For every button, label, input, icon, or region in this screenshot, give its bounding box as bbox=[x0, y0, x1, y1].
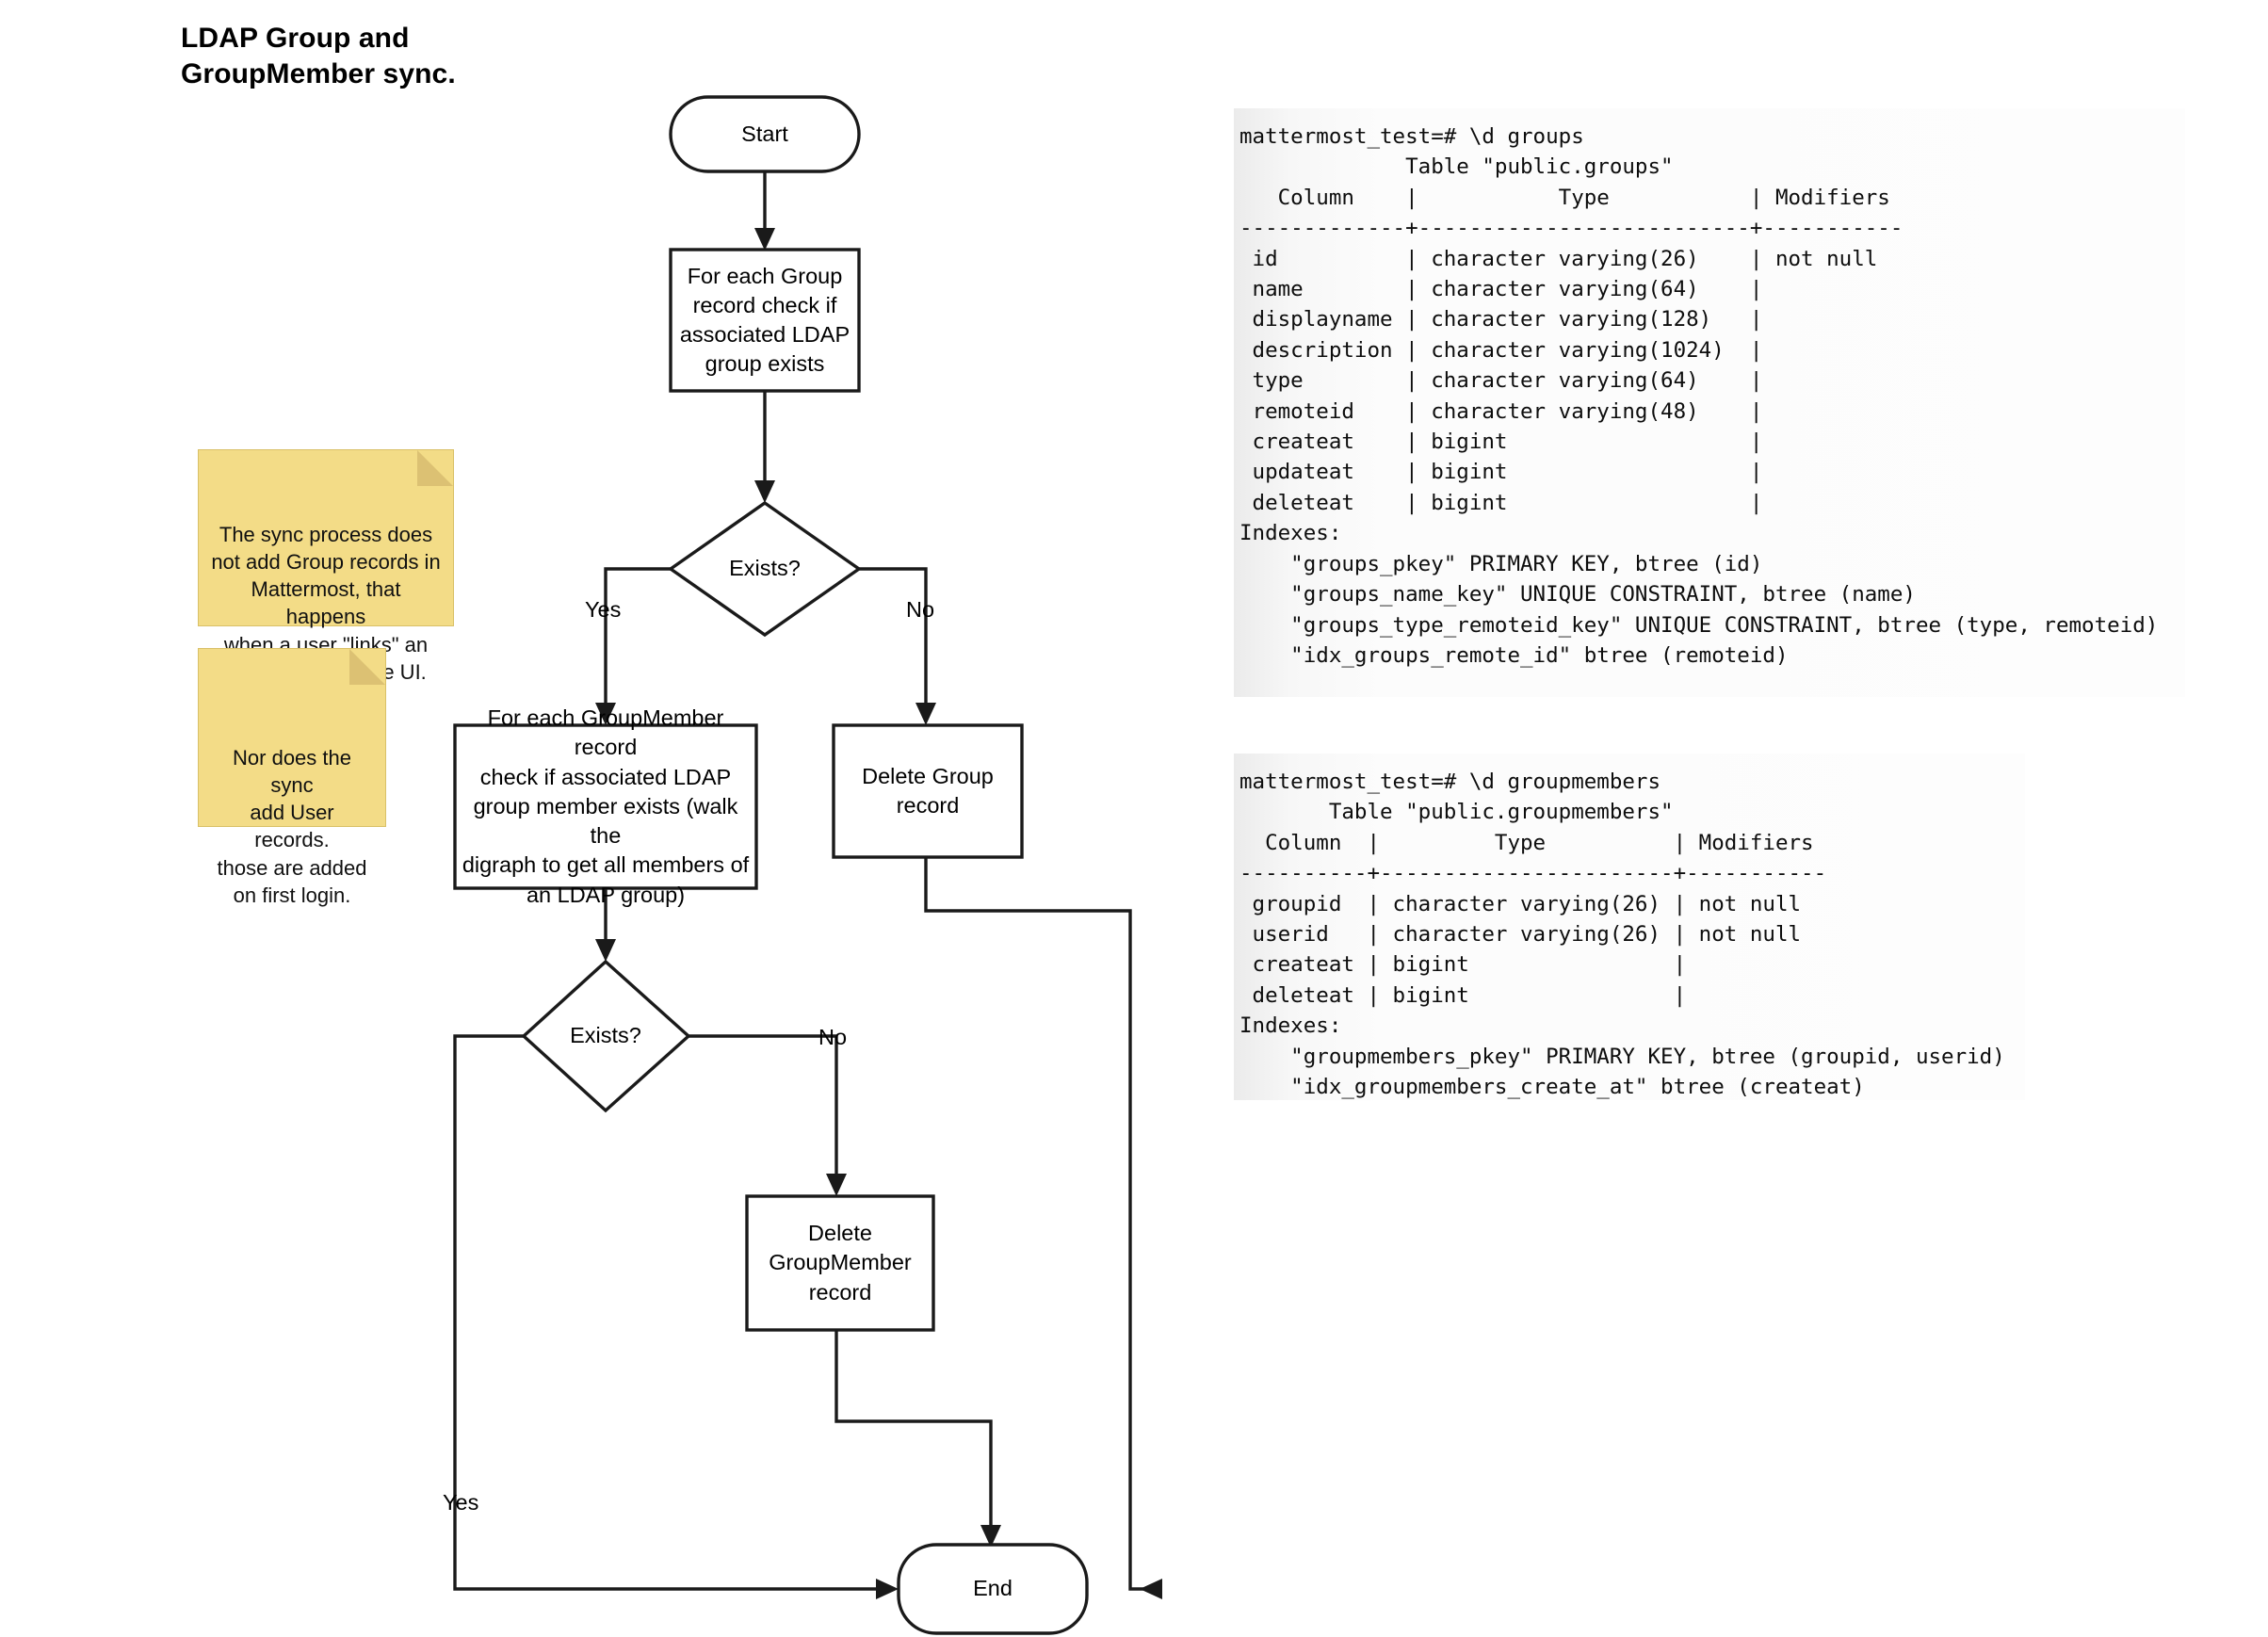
edge-label-exists1-no: No bbox=[906, 597, 935, 622]
edge-delete-member-to-end bbox=[834, 1330, 1001, 1548]
note-text: Nor does the sync add User records. thos… bbox=[217, 745, 367, 907]
edge-exists1-no bbox=[859, 567, 936, 725]
note-fold-corner bbox=[417, 450, 453, 486]
node-delete-member-shape bbox=[745, 1194, 935, 1332]
node-foreach-group-shape bbox=[669, 248, 861, 393]
edge-exists2-yes bbox=[453, 1034, 899, 1599]
page-title: LDAP Group and GroupMember sync. bbox=[181, 23, 456, 90]
node-foreach-member-shape bbox=[453, 723, 758, 890]
note-no-group-add: The sync process does not add Group reco… bbox=[198, 449, 454, 684]
node-delete-group-shape bbox=[832, 723, 1024, 859]
terminal-groups-output: mattermost_test=# \d groups Table "publi… bbox=[1234, 108, 2185, 697]
edge-delete-group-to-end bbox=[924, 857, 1162, 1599]
edge-foreach-group-to-exists1 bbox=[754, 391, 775, 503]
node-start-shape bbox=[669, 95, 861, 173]
terminal-groupmembers-output: mattermost_test=# \d groupmembers Table … bbox=[1234, 754, 2025, 1100]
note-fold-corner bbox=[349, 649, 385, 685]
edge-start-to-foreach-group bbox=[754, 171, 775, 251]
node-exists2-shape bbox=[521, 959, 691, 1113]
edge-label-exists2-yes: Yes bbox=[443, 1490, 479, 1515]
edge-foreach-member-to-exists2 bbox=[595, 888, 616, 962]
edge-exists2-no bbox=[688, 1034, 847, 1196]
node-exists1-shape bbox=[668, 500, 862, 638]
note-no-user-add: Nor does the sync add User records. thos… bbox=[198, 648, 386, 907]
node-end-shape bbox=[897, 1543, 1089, 1635]
edge-label-exists2-no: No bbox=[818, 1025, 848, 1049]
edge-exists1-yes bbox=[595, 567, 671, 725]
edge-label-exists1-yes: Yes bbox=[585, 597, 622, 622]
